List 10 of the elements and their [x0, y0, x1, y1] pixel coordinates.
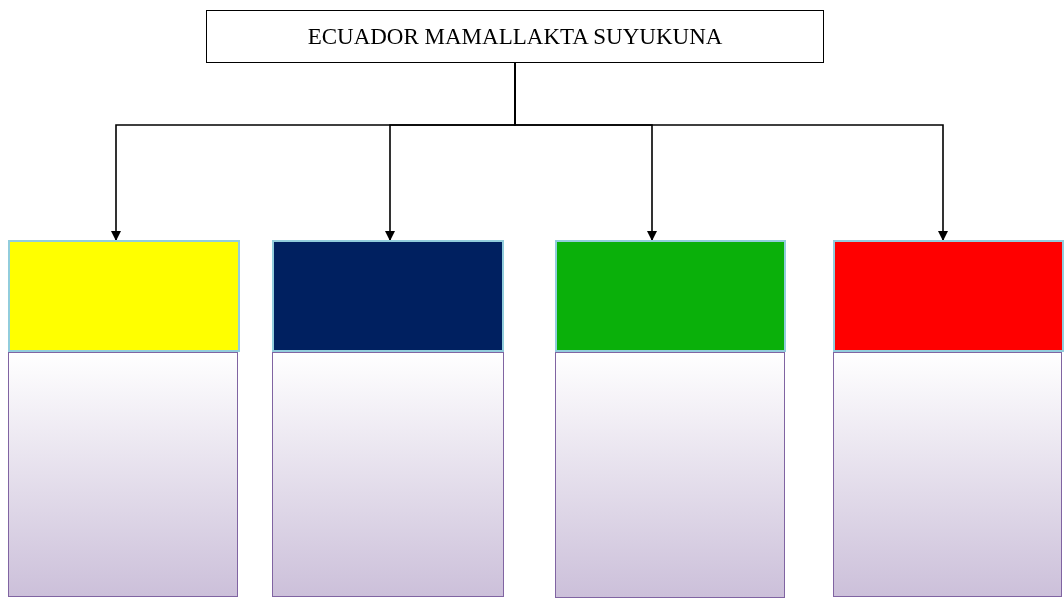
body-panel	[8, 352, 238, 597]
header-box	[272, 240, 504, 352]
title-box	[206, 10, 824, 63]
header-box	[833, 240, 1064, 352]
header-box	[8, 240, 240, 352]
body-panel	[272, 352, 504, 597]
header-box	[555, 240, 786, 352]
title-text: ECUADOR MAMALLAKTA SUYUKUNA	[307, 23, 723, 50]
body-panel	[555, 352, 785, 598]
body-panel	[833, 352, 1062, 597]
